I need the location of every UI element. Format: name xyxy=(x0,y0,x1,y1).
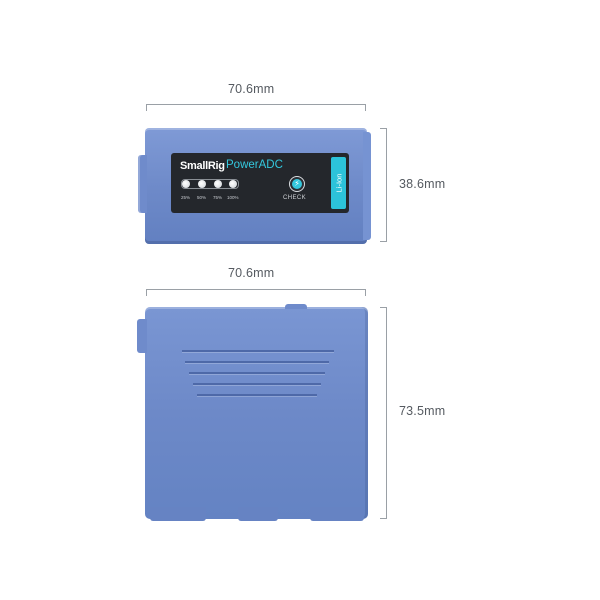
grill-line-5 xyxy=(197,394,317,396)
chemistry-label: Li-Ion xyxy=(334,173,343,193)
top-height-tick-top xyxy=(380,128,387,129)
battery-label-panel: SmallRig PowerADC 25% 50% 75% 100% ⚡ CHE… xyxy=(171,153,349,213)
bottom-width-tick-left xyxy=(146,289,147,296)
grill-line-3 xyxy=(189,372,325,374)
brand-logo: SmallRig xyxy=(180,160,225,172)
grill-line-4 xyxy=(193,383,321,385)
top-height-tick-bottom xyxy=(380,241,387,242)
bottom-width-label: 70.6mm xyxy=(228,266,275,280)
led-label-25: 25% xyxy=(181,195,191,200)
top-height-line xyxy=(386,128,387,242)
led-75 xyxy=(214,180,222,188)
battery-end-cap xyxy=(363,132,371,240)
battery-foot-middle xyxy=(238,507,278,521)
lightning-icon: ⚡ xyxy=(292,179,302,189)
check-button[interactable]: ⚡ xyxy=(289,176,305,192)
bottom-width-line xyxy=(146,289,366,290)
led-label-100: 100% xyxy=(227,195,239,200)
bottom-height-line xyxy=(386,307,387,519)
charge-level-indicator: 25% 50% 75% 100% xyxy=(181,179,341,200)
battery-front-view xyxy=(137,304,368,519)
bottom-height-tick-top xyxy=(380,307,387,308)
top-width-tick-left xyxy=(146,104,147,111)
led-label-50: 50% xyxy=(197,195,207,200)
battery-foot-left xyxy=(150,507,206,521)
top-width-line xyxy=(146,104,366,105)
battery-foot-right xyxy=(310,507,364,521)
top-width-tick-right xyxy=(365,104,366,111)
product-name: PowerADC xyxy=(226,159,283,171)
chemistry-badge: Li-Ion xyxy=(331,157,346,209)
led-track xyxy=(181,179,239,189)
top-height-label: 38.6mm xyxy=(399,177,446,191)
top-width-label: 70.6mm xyxy=(228,82,275,96)
led-label-75: 75% xyxy=(213,195,223,200)
battery-side-lip xyxy=(137,319,147,353)
bottom-height-label: 73.5mm xyxy=(399,404,446,418)
grill-line-1 xyxy=(182,350,334,352)
check-label: CHECK xyxy=(283,195,307,201)
led-100 xyxy=(229,180,237,188)
grill-line-2 xyxy=(185,361,329,363)
bottom-width-tick-right xyxy=(365,289,366,296)
led-50 xyxy=(198,180,206,188)
bottom-height-tick-bottom xyxy=(380,518,387,519)
led-25 xyxy=(182,180,190,188)
battery-top-nub xyxy=(285,304,307,309)
battery-side-cap xyxy=(138,155,147,213)
